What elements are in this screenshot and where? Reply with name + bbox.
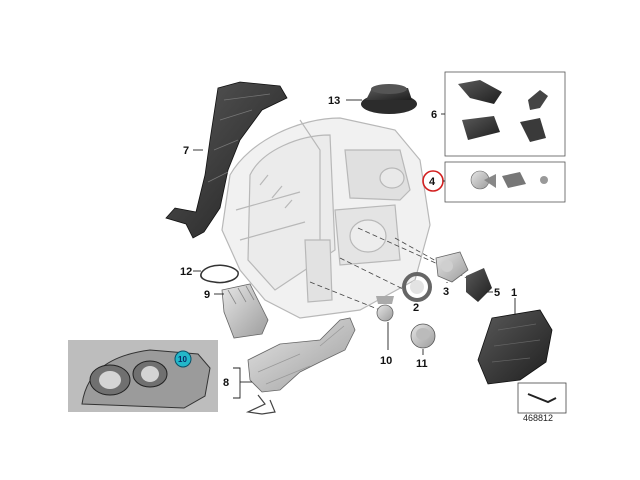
headlight-housing bbox=[221, 117, 431, 319]
part-7-air-duct[interactable] bbox=[165, 81, 288, 239]
part-4-lamp-kit[interactable] bbox=[444, 161, 566, 203]
callout-1[interactable]: 1 bbox=[511, 287, 517, 299]
part-5-cap[interactable] bbox=[466, 268, 492, 302]
callout-7[interactable]: 7 bbox=[183, 145, 189, 157]
part-6-bracket-kit[interactable] bbox=[444, 71, 566, 157]
leader-lines bbox=[193, 99, 516, 399]
part-9-control-module[interactable] bbox=[221, 283, 269, 339]
callout-11[interactable]: 11 bbox=[416, 358, 428, 370]
callout-6[interactable]: 6 bbox=[431, 109, 437, 121]
part-11-cover[interactable] bbox=[410, 323, 436, 349]
part-2-ring[interactable] bbox=[402, 272, 432, 302]
part-13-cap[interactable] bbox=[361, 84, 417, 114]
callout-10[interactable]: 10 bbox=[380, 355, 392, 367]
callout-13[interactable]: 13 bbox=[328, 95, 340, 107]
inset-highlight-label: 10 bbox=[178, 355, 187, 364]
callout-5[interactable]: 5 bbox=[494, 287, 500, 299]
part-3-bulb-holder[interactable] bbox=[435, 251, 469, 283]
callout-4[interactable]: 4 bbox=[429, 176, 436, 188]
reference-box: 468812 bbox=[517, 382, 567, 423]
callout-3[interactable]: 3 bbox=[443, 286, 449, 298]
part-12-gasket[interactable] bbox=[200, 264, 239, 284]
callout-9[interactable]: 9 bbox=[204, 289, 210, 301]
vehicle-inset: 10 bbox=[68, 340, 218, 412]
inset-highlight-marker[interactable] bbox=[174, 350, 192, 368]
callout-2[interactable]: 2 bbox=[413, 302, 419, 314]
callout-8[interactable]: 8 bbox=[223, 377, 229, 389]
reference-number: 468812 bbox=[523, 413, 553, 423]
assembly-guide-lines bbox=[309, 227, 471, 313]
part-10-bulb[interactable] bbox=[376, 296, 394, 322]
part-8-guide-channel[interactable] bbox=[245, 317, 356, 415]
part-1-cover[interactable] bbox=[477, 309, 553, 385]
callout-layer: 1 2 3 4 5 6 7 8 9 10 11 12 13 bbox=[180, 95, 517, 389]
callout-12[interactable]: 12 bbox=[180, 266, 192, 278]
